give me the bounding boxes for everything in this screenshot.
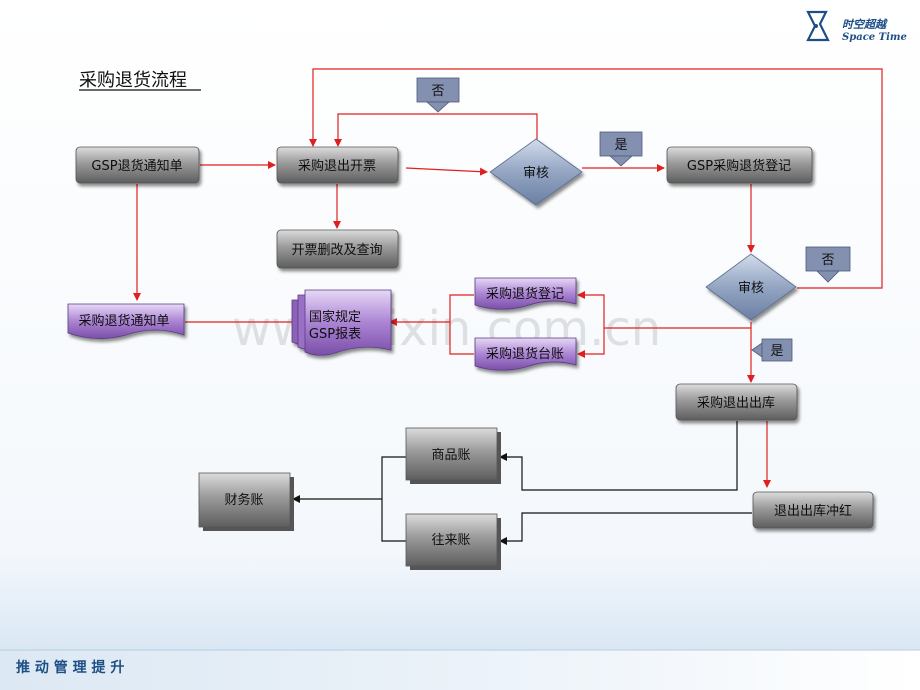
connector-ledger-left — [449, 322, 474, 355]
tag-no-2: 否 — [805, 246, 851, 283]
arrow-reverse-to-current — [499, 512, 752, 545]
node-purchase-exit-invoice[interactable]: 采购退出开票 — [276, 146, 399, 184]
tag-label: 是 — [770, 344, 783, 359]
arrow-audit1-reject — [334, 113, 538, 147]
node-return-notice[interactable]: 采购退货通知单 — [67, 303, 185, 339]
tag-label: 否 — [821, 253, 834, 268]
arrow-audit2-reject — [309, 68, 883, 289]
node-label: 往来账 — [431, 533, 470, 548]
logo-dot-icon — [814, 24, 818, 28]
connectors — [133, 68, 883, 545]
arrow-to-return-register — [577, 291, 605, 328]
footer-band — [0, 650, 920, 690]
node-label: 采购退货台账 — [486, 346, 564, 362]
node-label: 采购退出出库 — [697, 395, 775, 411]
tag-no-1: 否 — [416, 77, 460, 113]
arrow-to-return-ledger — [577, 328, 605, 358]
node-current-account[interactable]: 往来账 — [405, 513, 501, 570]
node-label: 审核 — [738, 281, 764, 296]
arrow-invoice-to-audit1 — [405, 167, 488, 176]
node-gsp-report[interactable]: 国家规定 GSP报表 — [291, 289, 392, 356]
node-label: 商品账 — [431, 448, 470, 463]
node-label-line2: GSP报表 — [309, 327, 361, 342]
node-label: 采购退货通知单 — [78, 313, 169, 329]
connector-register-left — [449, 294, 474, 322]
footer-slogan: 推 动 管 理 提 升 — [16, 659, 124, 676]
brand-name-cn: 时空超越 — [842, 18, 888, 31]
node-label: 退出出库冲红 — [774, 503, 852, 519]
node-finance-account[interactable]: 财务账 — [198, 472, 294, 531]
node-label: GSP采购退货登记 — [687, 158, 791, 174]
node-gsp-register[interactable]: GSP采购退货登记 — [666, 146, 813, 184]
node-label: 财务账 — [224, 492, 263, 508]
tag-yes-2: 是 — [751, 338, 793, 362]
node-audit1-diamond[interactable]: 审核 — [489, 138, 583, 206]
arrow-store-to-goods — [499, 421, 738, 491]
node-purchase-exit-store[interactable]: 采购退出出库 — [675, 383, 798, 421]
node-goods-account[interactable]: 商品账 — [405, 427, 501, 484]
node-exit-reverse[interactable]: 退出出库冲红 — [752, 491, 874, 529]
brand-logo: 时空超越 Space Time — [806, 10, 907, 43]
node-gsp-notice[interactable]: GSP退货通知单 — [75, 146, 200, 184]
node-label: 审核 — [523, 166, 549, 181]
node-label: 采购退出开票 — [298, 158, 376, 174]
node-audit2-diamond[interactable]: 审核 — [705, 253, 797, 321]
tag-label: 是 — [614, 138, 627, 153]
node-label: 采购退货登记 — [486, 286, 564, 302]
brand-name-en: Space Time — [842, 32, 907, 43]
tag-label: 否 — [431, 84, 444, 99]
node-invoice-edit-query[interactable]: 开票删改及查询 — [276, 229, 399, 269]
node-return-ledger[interactable]: 采购退货台账 — [474, 337, 577, 371]
node-label: 开票删改及查询 — [291, 243, 382, 258]
node-label: GSP退货通知单 — [91, 158, 182, 174]
tag-yes-1: 是 — [599, 131, 643, 167]
node-return-register[interactable]: 采购退货登记 — [474, 277, 577, 310]
page-title: 采购退货流程 — [79, 70, 187, 91]
node-label-line1: 国家规定 — [309, 309, 361, 325]
